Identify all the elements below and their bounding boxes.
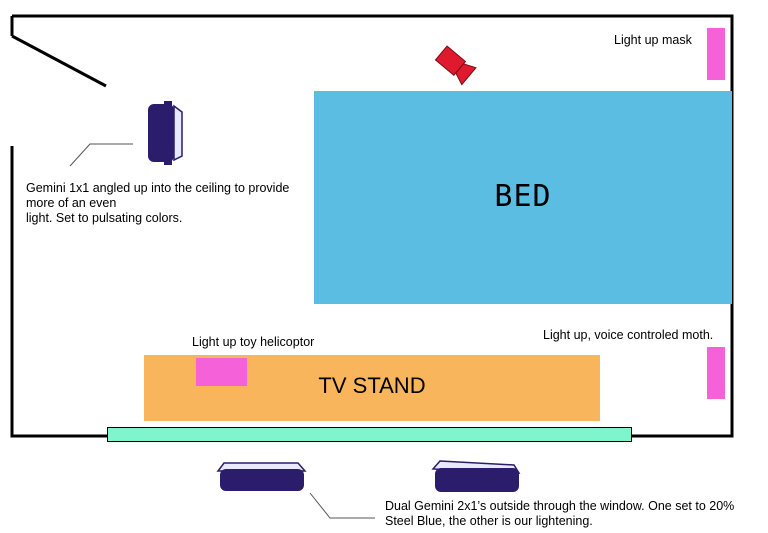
light-up-helicopter	[196, 358, 247, 386]
gemini-1x1-label-line: light. Set to pulsating colors.	[26, 211, 183, 225]
wall-left	[10, 146, 107, 438]
gemini-connector-line	[69, 143, 133, 167]
light-fixture-icon	[148, 101, 183, 165]
tv-stand-label: TV STAND	[318, 373, 426, 398]
window	[107, 427, 632, 442]
light-fixture-icon	[431, 460, 521, 492]
dual-gemini-label-line: Steel Blue, the other is our lightening.	[385, 514, 593, 528]
light-up-moth	[707, 347, 725, 399]
light-up-helicopter-label: Light up toy helicoptor	[192, 335, 315, 349]
bed-label: BED	[494, 179, 552, 214]
bed: BED	[314, 91, 732, 304]
dual-gemini-label: Dual Gemini 2x1’s outside through the wi…	[385, 499, 734, 529]
dual-gemini-label-line: Dual Gemini 2x1’s outside through the wi…	[385, 499, 735, 513]
light-up-moth-label: Light up, voice controled moth.	[543, 328, 714, 342]
door-swing	[11, 34, 107, 88]
gemini-1x1-label-line: Gemini 1x1 angled up into the ceiling to…	[26, 181, 290, 195]
light-up-mask-label: Light up mask	[614, 33, 692, 47]
gemini-1x1-label: Gemini 1x1 angled up into the ceiling to…	[26, 181, 289, 226]
light-up-mask	[707, 28, 725, 80]
spotlight-icon	[434, 45, 477, 86]
light-fixture-icon	[216, 462, 307, 491]
dual-gemini-connector-line	[309, 492, 375, 519]
gemini-1x1-label-line: more of an even	[26, 196, 117, 210]
wall-top	[12, 14, 734, 438]
